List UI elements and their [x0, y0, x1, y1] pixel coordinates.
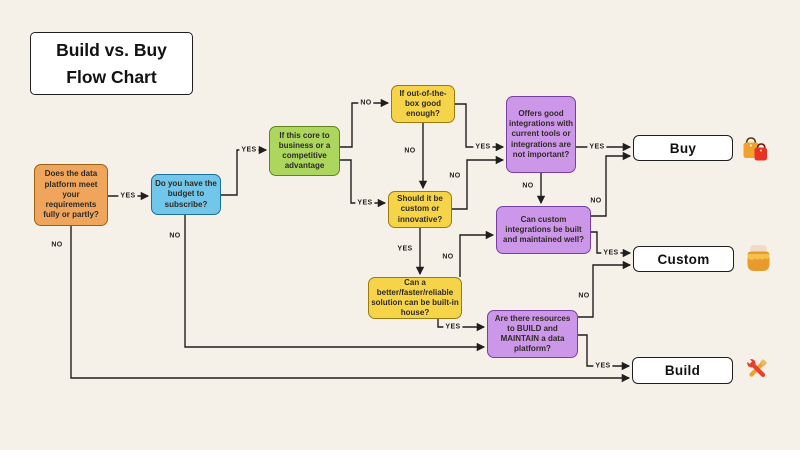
decision-text: If this core to business or a competitiv…	[278, 130, 331, 171]
result-custom: Custom	[633, 246, 734, 272]
decision-out-of-box: If out-of-the-box good enough?	[391, 85, 455, 123]
shopping-bags-icon	[743, 137, 767, 161]
edge-label-q4-yes: YES	[473, 143, 493, 151]
decision-custom-innovative: Should it be custom or innovative?	[388, 191, 452, 228]
chart-title-line1: Build vs. Buy	[56, 40, 167, 61]
edge-label-q9-yes: YES	[593, 362, 613, 370]
result-label: Buy	[669, 140, 697, 156]
edge-label-q6-yes: YES	[587, 143, 607, 151]
decision-custom-integrations: Can custom integrations be built and mai…	[496, 206, 591, 254]
edge-label-q3-no: NO	[358, 99, 374, 107]
decision-text: Do you have the budget to subscribe?	[155, 179, 217, 209]
decision-good-integrations: Offers good integrations with current to…	[506, 96, 576, 173]
honey-pot-icon	[747, 245, 770, 271]
result-buy: Buy	[633, 135, 733, 161]
result-label: Build	[664, 363, 701, 378]
chart-title: Build vs. Buy Flow Chart	[30, 32, 193, 95]
edge-label-q5-yes: YES	[395, 245, 415, 253]
edge-label-q8-yes: YES	[443, 323, 463, 331]
edge-label-q7-no: NO	[588, 197, 604, 205]
decision-core-business: If this core to business or a competitiv…	[269, 126, 340, 176]
decision-text: Does the data platform meet your require…	[43, 169, 99, 220]
decision-resources-build-maintain: Are there resources to BUILD and MAINTAI…	[487, 310, 578, 358]
edge-label-q8-no: NO	[440, 253, 456, 261]
edge-label-q9-no: NO	[576, 292, 592, 300]
hammer-and-wrench-icon	[746, 357, 767, 377]
edge-label-q4-no: NO	[402, 147, 418, 155]
decision-platform-requirements: Does the data platform meet your require…	[34, 164, 108, 226]
edge-label-q6-no: NO	[520, 182, 536, 190]
decision-better-in-house: Can a better/faster/reliable solution ca…	[368, 277, 462, 319]
decision-text: Offers good integrations with current to…	[509, 108, 573, 159]
edge-label-q7-yes: YES	[601, 249, 621, 257]
edge-label-q5-no: NO	[447, 172, 463, 180]
edge-label-q1-no: NO	[49, 241, 65, 249]
edge-label-q2-no: NO	[167, 232, 183, 240]
edge-label-q1-yes: YES	[118, 192, 138, 200]
decision-text: Should it be custom or innovative?	[397, 194, 443, 224]
chart-title-line2: Flow Chart	[66, 66, 157, 87]
result-label: Custom	[657, 251, 710, 267]
result-build: Build	[632, 357, 733, 384]
decision-budget-subscribe: Do you have the budget to subscribe?	[151, 174, 221, 215]
edge-label-q3-yes: YES	[355, 199, 375, 207]
decision-text: Can custom integrations be built and mai…	[503, 214, 584, 245]
edge-label-q2-yes: YES	[239, 146, 259, 154]
decision-text: If out-of-the-box good enough?	[399, 88, 447, 119]
decision-text: Can a better/faster/reliable solution ca…	[371, 277, 459, 318]
decision-text: Are there resources to BUILD and MAINTAI…	[494, 313, 571, 354]
